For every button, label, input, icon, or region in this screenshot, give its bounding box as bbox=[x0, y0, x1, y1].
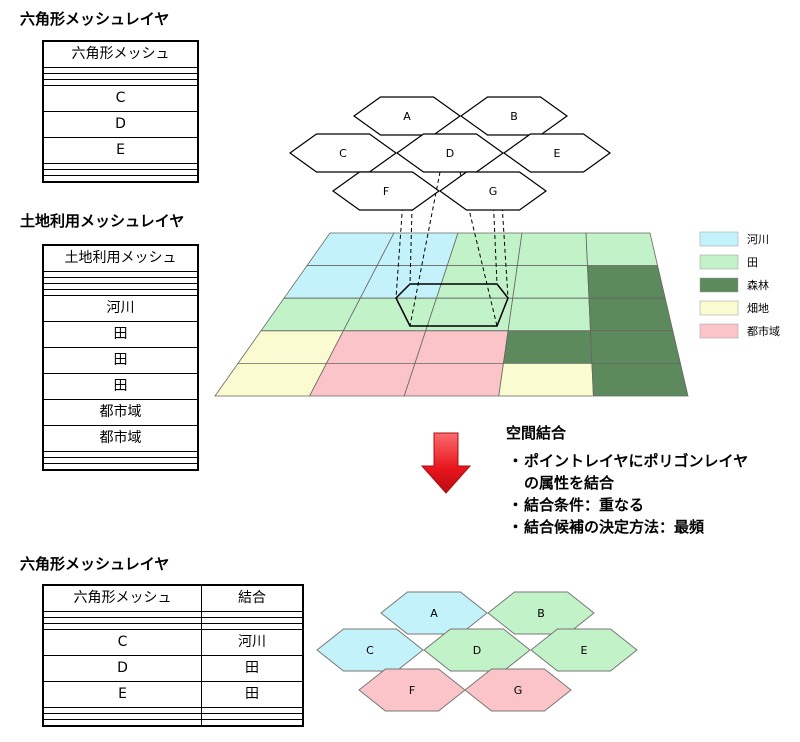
hex-label: D bbox=[446, 147, 454, 160]
hex-cell-b bbox=[459, 96, 569, 136]
grid-cell bbox=[585, 232, 659, 267]
legend-label: 都市域 bbox=[747, 324, 780, 338]
join-conditions: ・ポイントレイヤにポリゴンレイヤ の属性を結合 ・結合条件：重なる ・結合候補の… bbox=[508, 450, 748, 538]
hex-label: G bbox=[514, 684, 523, 697]
legend-label: 畑地 bbox=[747, 302, 769, 315]
result-hex-cell-b bbox=[487, 591, 595, 635]
grid-cell bbox=[591, 362, 689, 397]
hex-label: C bbox=[366, 644, 374, 657]
hex-label: C bbox=[339, 147, 347, 160]
table-row: 都市域 bbox=[42, 425, 199, 452]
hex-layer-heading: 六角形メッシュレイヤ bbox=[20, 10, 170, 28]
grid-cell bbox=[403, 362, 504, 397]
projected-hex-outline bbox=[395, 283, 509, 327]
table-row: 田 bbox=[201, 655, 304, 682]
legend-label: 河川 bbox=[747, 233, 769, 246]
legend-swatch bbox=[699, 323, 739, 339]
projection-line bbox=[459, 171, 498, 327]
legend-swatch bbox=[699, 277, 739, 293]
table-row: 都市域 bbox=[42, 399, 199, 426]
legend-swatch bbox=[699, 231, 739, 247]
grid-cell bbox=[260, 297, 361, 332]
grid-cell bbox=[507, 297, 591, 332]
result-hex-mesh: A B C D E F G bbox=[316, 591, 638, 712]
legend-swatch bbox=[699, 300, 739, 316]
table-row: C bbox=[42, 629, 202, 656]
grid-cell bbox=[446, 232, 523, 267]
hex-label: F bbox=[409, 684, 415, 697]
grid-cell bbox=[502, 330, 593, 364]
result-hex-cell-c bbox=[316, 628, 424, 672]
grid-cell bbox=[325, 330, 427, 364]
grid-cell bbox=[590, 330, 681, 364]
join-title: 空間結合 bbox=[506, 424, 567, 442]
grid-cell bbox=[414, 330, 509, 364]
table-row: 田 bbox=[201, 681, 304, 708]
hex-label: B bbox=[510, 110, 518, 123]
legend-label: 森林 bbox=[747, 278, 769, 292]
hex-cell-g bbox=[438, 171, 548, 211]
table-row: D bbox=[42, 655, 202, 682]
hex-label: F bbox=[383, 185, 389, 198]
result-hex-cell-a bbox=[380, 591, 488, 635]
hex-label: G bbox=[489, 185, 498, 198]
hex-cell-e bbox=[502, 133, 612, 173]
grid-cell bbox=[588, 297, 674, 332]
hex-label: A bbox=[403, 110, 411, 123]
hex-label: A bbox=[430, 607, 438, 620]
projection-line bbox=[409, 171, 414, 285]
projection-line bbox=[491, 171, 498, 285]
grid-cell bbox=[498, 362, 594, 397]
hex-label: E bbox=[581, 644, 588, 657]
table-header: 土地利用メッシュ bbox=[42, 244, 199, 272]
result-hex-cell-g bbox=[464, 668, 572, 712]
projection-line bbox=[409, 171, 441, 327]
landuse-grid bbox=[214, 232, 689, 397]
result-layer-heading: 六角形メッシュレイヤ bbox=[20, 555, 170, 573]
hex-label: D bbox=[473, 644, 481, 657]
landuse-attribute-table: 土地利用メッシュ 河川 田 田 田 都市域 都市域 bbox=[42, 244, 199, 471]
table-row: 田 bbox=[42, 373, 199, 400]
grid-cell bbox=[512, 265, 590, 299]
result-attribute-table: 六角形メッシュ 結合 C 河川 D 田 E 田 bbox=[42, 584, 304, 727]
grid-cell bbox=[308, 362, 416, 397]
result-hex-cell-e bbox=[530, 628, 638, 672]
table-row: 河川 bbox=[42, 295, 199, 322]
grid-cell bbox=[237, 330, 345, 364]
list-item: ・ポイントレイヤにポリゴンレイヤ の属性を結合 bbox=[508, 452, 749, 492]
list-item: ・結合条件：重なる bbox=[508, 496, 645, 514]
hex-label: E bbox=[554, 147, 561, 160]
grid-cell bbox=[214, 362, 328, 397]
hex-attribute-table: 六角形メッシュ C D E bbox=[42, 40, 199, 183]
hex-label: B bbox=[537, 607, 545, 620]
table-row: D bbox=[42, 111, 199, 138]
grid-cell bbox=[516, 232, 588, 267]
down-arrow-icon bbox=[420, 432, 472, 494]
top-hex-mesh: A B C D E F G bbox=[288, 96, 612, 327]
grid-cell bbox=[587, 265, 666, 299]
legend-label: 田 bbox=[747, 256, 758, 269]
list-item: ・結合候補の決定方法：最頻 bbox=[508, 518, 705, 536]
legend-swatch bbox=[699, 254, 739, 270]
table-header: 六角形メッシュ bbox=[42, 584, 202, 612]
result-hex-cell-d bbox=[423, 628, 531, 672]
landuse-layer-heading: 土地利用メッシュレイヤ bbox=[20, 212, 185, 230]
